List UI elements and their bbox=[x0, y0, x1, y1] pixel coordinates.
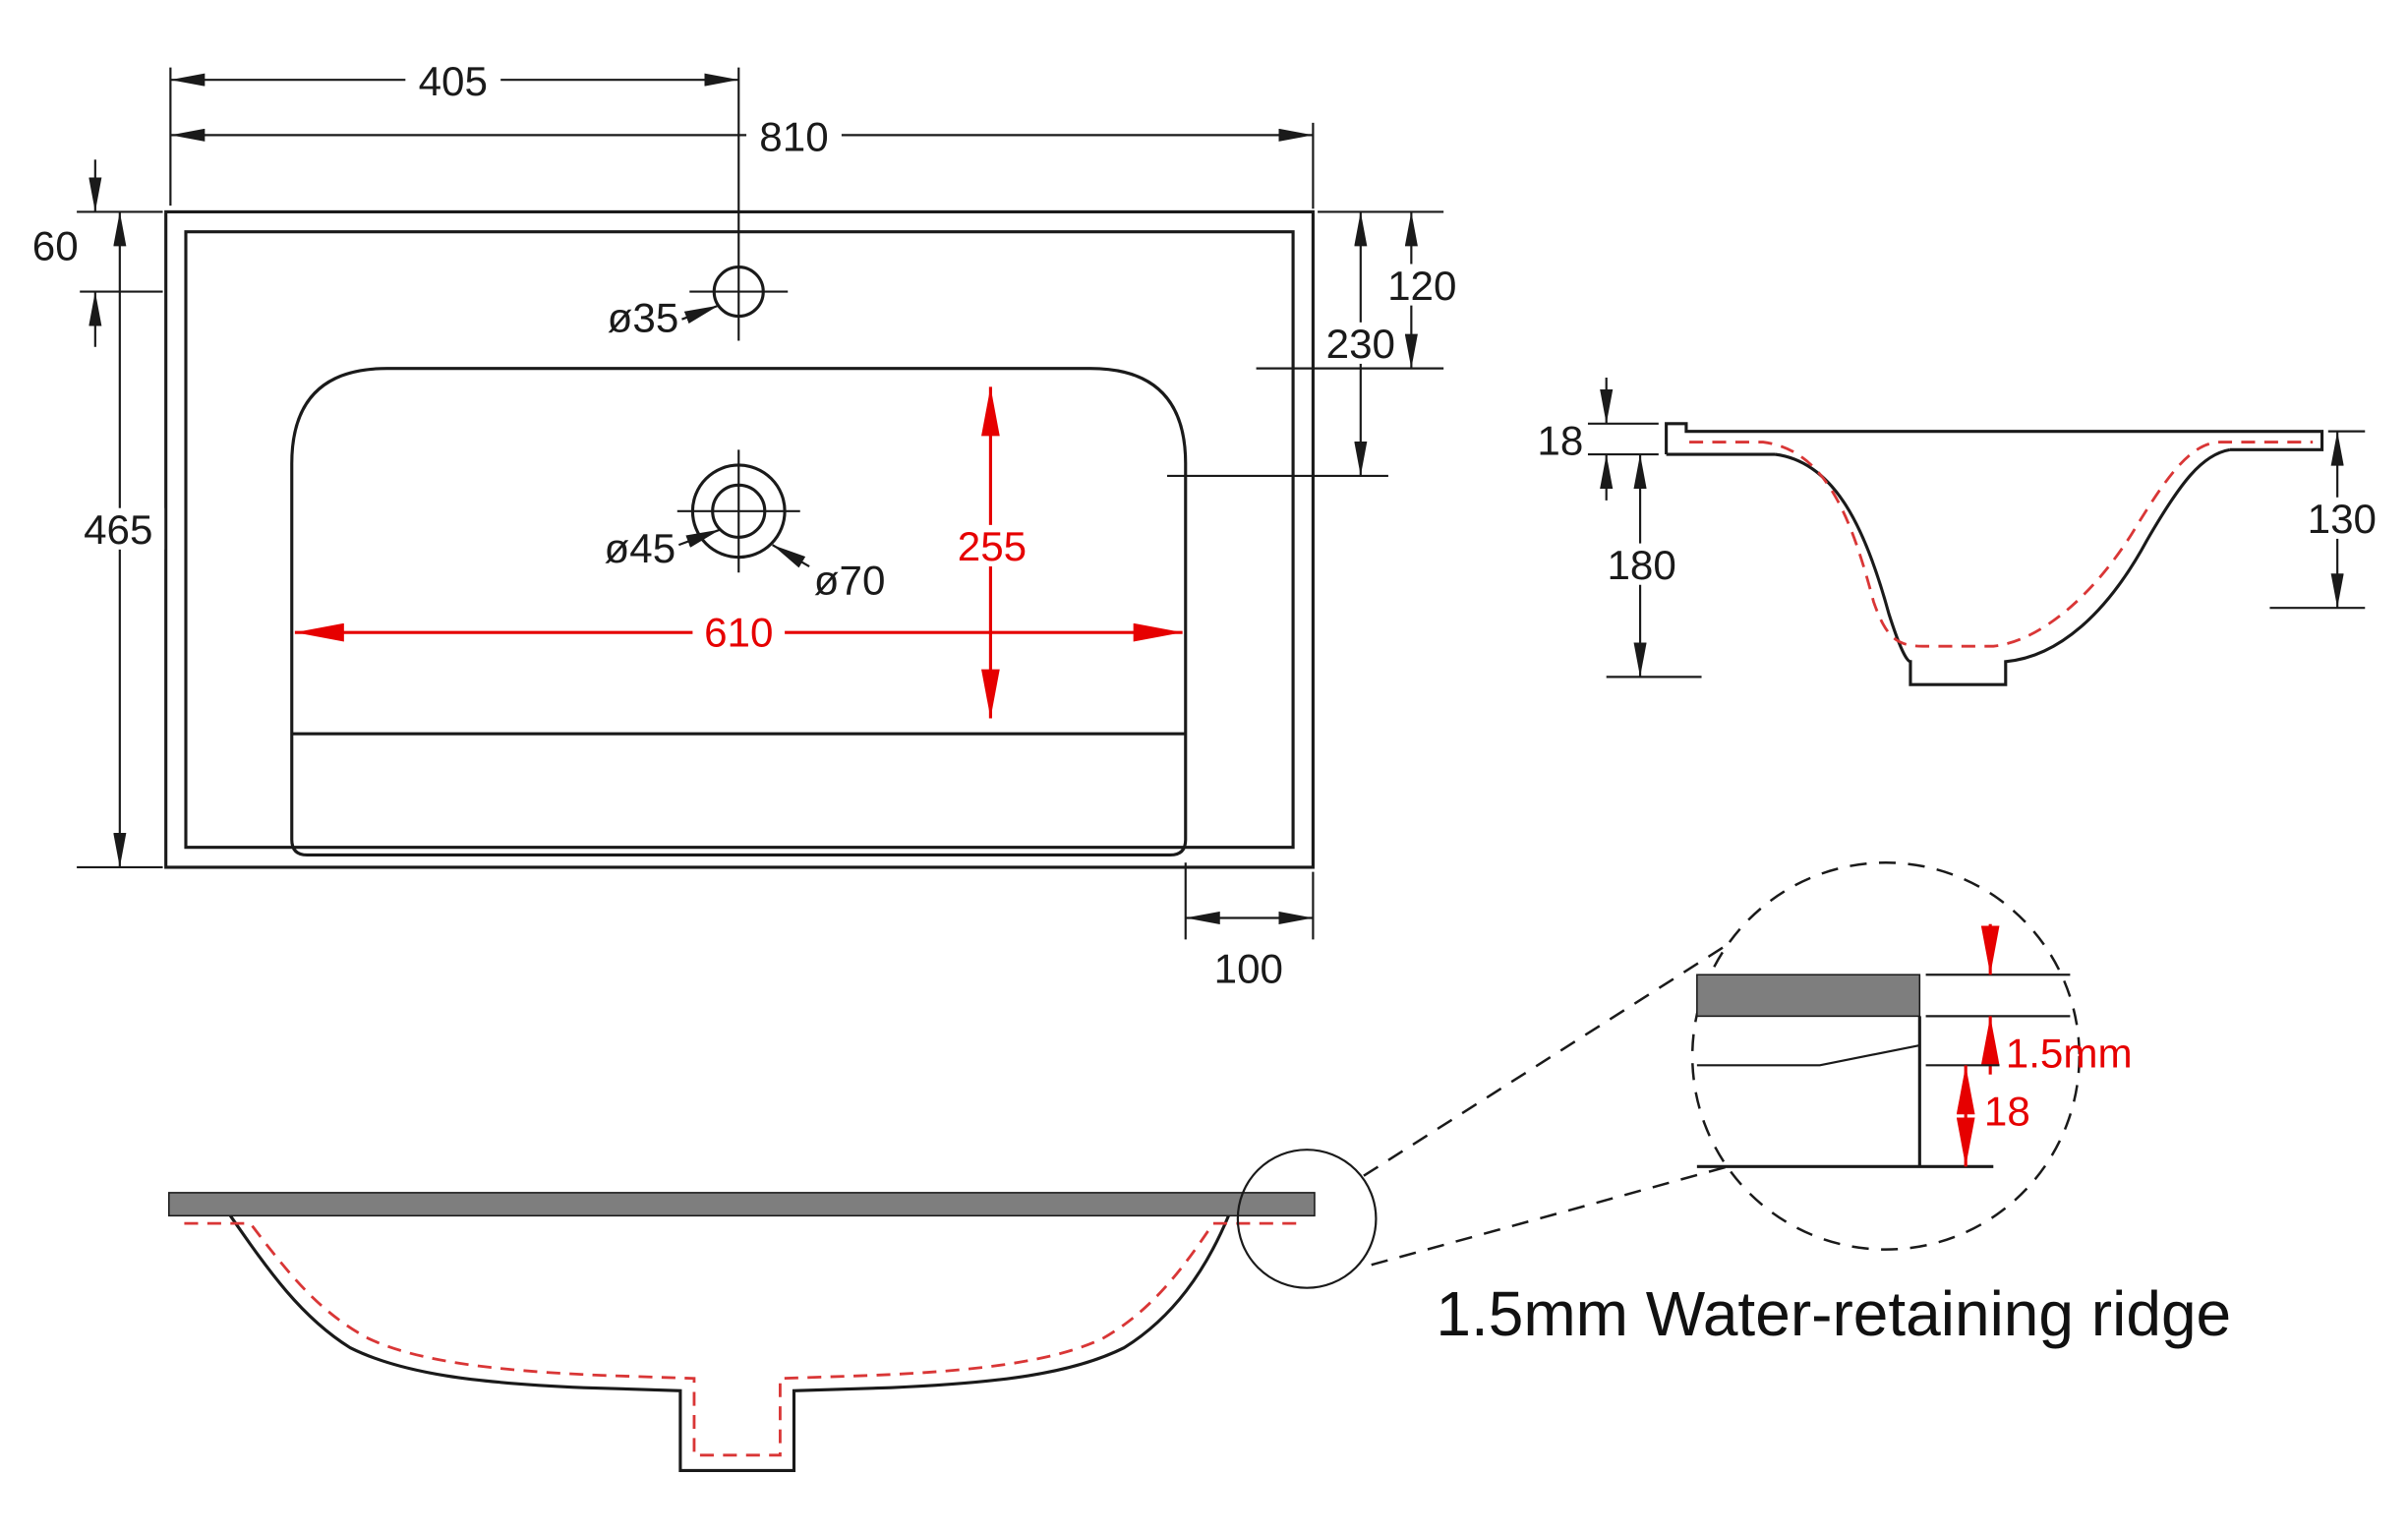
detail-boundary-circle bbox=[1690, 861, 2082, 1251]
drain-hole bbox=[676, 449, 800, 573]
dim-255: 255 bbox=[947, 386, 1037, 719]
dim-610-label: 610 bbox=[704, 610, 773, 656]
faucet-hole bbox=[689, 67, 789, 341]
dim-100-label: 100 bbox=[1214, 945, 1283, 991]
dim-side-130: 130 bbox=[2269, 430, 2387, 610]
label-faucet-dia35: ø35 bbox=[608, 295, 720, 341]
dim-810: 810 bbox=[170, 113, 1315, 209]
front-top-slab bbox=[168, 1192, 1316, 1217]
dim-405: 405 bbox=[169, 58, 739, 207]
dim-side-180-label: 180 bbox=[1607, 542, 1675, 588]
dim-120: 120 bbox=[1256, 210, 1466, 370]
plan-view: 405 810 60 465 120 bbox=[32, 58, 1466, 991]
dim-ridge-height: 1.5mm bbox=[1925, 923, 2133, 1076]
dim-ridge-label: 1.5mm bbox=[2006, 1030, 2133, 1076]
detail-leader-top bbox=[1363, 941, 1732, 1177]
detail-ridge-section bbox=[1696, 974, 1921, 1018]
front-section-view bbox=[168, 1149, 1378, 1472]
dim-detail-18: 18 bbox=[1925, 1064, 2030, 1167]
detail-view: 1.5mm 18 1.5mm Water-retaining ridge bbox=[1363, 861, 2231, 1349]
dim-465: 465 bbox=[75, 211, 165, 869]
side-bowl-outline bbox=[1775, 447, 2231, 686]
front-inner-contour-dashed bbox=[184, 1221, 1300, 1457]
side-section-view: 18 180 130 bbox=[1537, 378, 2387, 686]
dim-side-18: 18 bbox=[1537, 378, 1659, 501]
dim-230-label: 230 bbox=[1326, 321, 1395, 367]
dim-465-label: 465 bbox=[84, 506, 152, 553]
front-bowl-outline bbox=[228, 1214, 1230, 1472]
dim-405-label: 405 bbox=[419, 58, 488, 104]
dia35-label: ø35 bbox=[608, 295, 679, 341]
dia70-label: ø70 bbox=[814, 558, 886, 604]
dim-120-label: 120 bbox=[1387, 263, 1456, 309]
basin-outline bbox=[290, 367, 1188, 857]
detail-callout-circle bbox=[1236, 1149, 1378, 1289]
dim-810-label: 810 bbox=[759, 113, 828, 159]
dim-side-130-label: 130 bbox=[2308, 496, 2377, 542]
side-inner-contour-dashed bbox=[1689, 441, 2314, 648]
dim-60: 60 bbox=[32, 159, 163, 347]
detail-surface-line bbox=[1696, 1043, 1920, 1067]
label-drain-dia45: ø45 bbox=[605, 525, 721, 571]
detail-caption: 1.5mm Water-retaining ridge bbox=[1436, 1278, 2231, 1349]
dim-610: 610 bbox=[294, 610, 1183, 656]
dim-detail-18-label: 18 bbox=[1984, 1089, 2030, 1135]
dia45-label: ø45 bbox=[605, 525, 676, 571]
dim-230: 230 bbox=[1167, 211, 1404, 478]
label-drain-dia70: ø70 bbox=[772, 544, 886, 604]
dim-side-18-label: 18 bbox=[1537, 418, 1583, 464]
detail-leader-bottom bbox=[1371, 1165, 1729, 1267]
dim-255-label: 255 bbox=[958, 523, 1027, 569]
side-top-slab bbox=[1665, 422, 2324, 455]
dim-100: 100 bbox=[1184, 862, 1315, 991]
dim-side-180: 180 bbox=[1597, 454, 1702, 679]
dim-60-label: 60 bbox=[32, 222, 79, 268]
